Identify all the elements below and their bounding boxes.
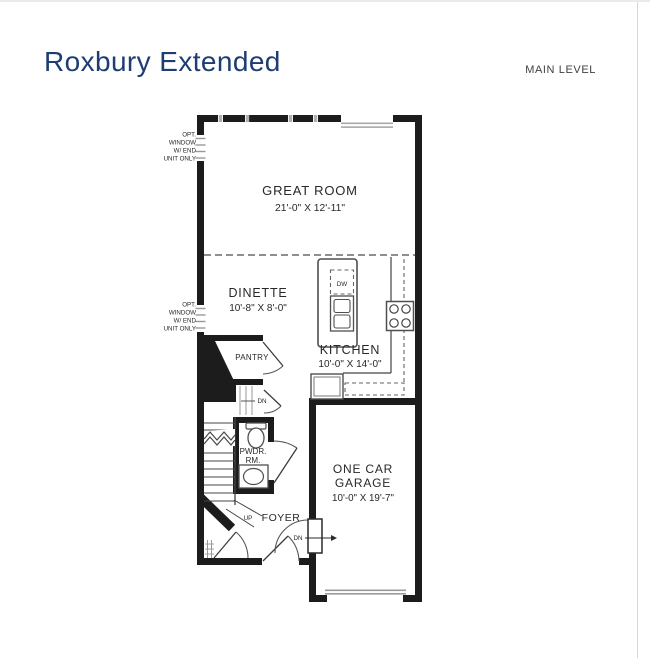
svg-text:WINDOW: WINDOW [169, 140, 196, 147]
svg-text:UNIT ONLY: UNIT ONLY [164, 156, 196, 163]
stair-break-line [203, 431, 236, 441]
great-room-window-icon [341, 122, 393, 128]
refrigerator-icon [310, 373, 344, 400]
foyer-label: FOYER [262, 512, 301, 524]
garage-dims: 10'-0" X 19'-7" [332, 493, 394, 504]
stairs-down-label: DN [257, 398, 267, 405]
dinette-label: DINETTE [228, 286, 287, 300]
garage-entry-door [274, 518, 337, 554]
coat-closet [205, 531, 249, 559]
pantry-label: PANTRY [235, 353, 269, 362]
dinette-dims: 10'-8" X 8'-0" [229, 303, 287, 314]
great-room-label: GREAT ROOM [262, 183, 358, 198]
stairs-up [203, 417, 263, 528]
toilet-icon [245, 422, 267, 449]
svg-text:UNIT ONLY: UNIT ONLY [164, 326, 196, 333]
step-down-arrow-icon [331, 535, 337, 541]
svg-text:W/ END: W/ END [174, 148, 197, 155]
level-label: MAIN LEVEL [525, 64, 596, 76]
top-wall-window-icons [218, 115, 318, 122]
opt-window-note-top: OPT. WINDOW W/ END UNIT ONLY [164, 132, 197, 163]
opt-window-icon-bottom [195, 307, 206, 329]
opt-window-note-bottom: OPT. WINDOW W/ END UNIT ONLY [164, 302, 197, 333]
page-title: Roxbury Extended [44, 46, 281, 77]
svg-text:OPT.: OPT. [182, 132, 196, 139]
dishwasher-icon [329, 269, 355, 295]
garage-door-icon [325, 589, 406, 595]
garage-step-down-label: DN [293, 535, 303, 542]
page-right-edge [637, 2, 638, 658]
kitchen-dims: 10'-0" X 14'-0" [318, 359, 382, 370]
powder-room-door [273, 440, 298, 484]
kitchen-island [317, 258, 358, 348]
svg-text:W/ END: W/ END [174, 318, 197, 325]
range-icon [385, 300, 415, 332]
svg-text:OPT.: OPT. [182, 302, 196, 309]
chase-wall [204, 341, 236, 402]
kitchen-counter [343, 257, 405, 396]
pantry-door [262, 341, 284, 375]
interior-walls [196, 335, 274, 532]
kitchen-label: KITCHEN [320, 343, 380, 357]
garage-label-line2: GARAGE [335, 476, 391, 490]
exterior-walls [197, 115, 422, 602]
basement-door [263, 389, 282, 414]
closet-door [213, 531, 249, 559]
stairs-up-label: UP [244, 515, 253, 522]
great-room-dims: 21'-0" X 12'-11" [275, 203, 345, 214]
island-sink-icon [329, 295, 355, 332]
vanity-sink-icon [238, 464, 269, 489]
svg-text:WINDOW: WINDOW [169, 310, 196, 317]
basement-stairs [239, 386, 255, 415]
dishwasher-label: DW [337, 281, 348, 288]
powder-room-label-line2: RM. [246, 456, 261, 465]
powder-room-label-line1: PWDR. [240, 447, 267, 456]
opt-window-icon-top [195, 137, 206, 159]
garage-label-line1: ONE CAR [333, 462, 393, 476]
